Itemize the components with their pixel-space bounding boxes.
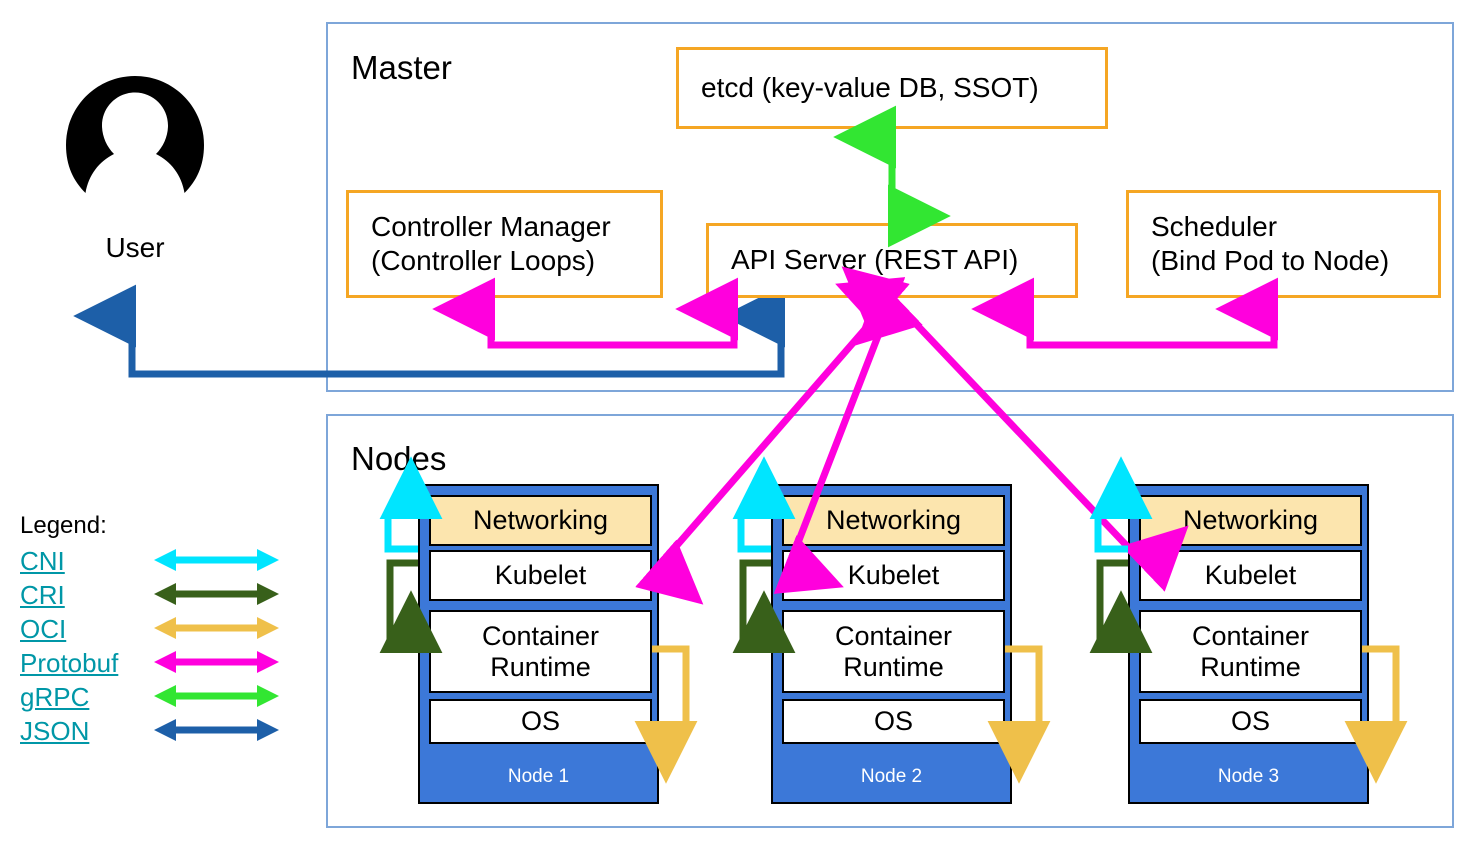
node-1-container-runtime-layer[interactable]: Container Runtime xyxy=(429,610,652,693)
user-avatar-icon xyxy=(66,76,204,193)
legend-label-json[interactable]: JSON xyxy=(20,715,90,746)
node-3-kubelet-label: Kubelet xyxy=(1204,560,1297,591)
node-3-caption: Node 3 xyxy=(1217,766,1280,787)
node-2-container-runtime-layer[interactable]: Container Runtime xyxy=(782,610,1005,693)
legend-label-protobuf[interactable]: Protobuf xyxy=(20,647,119,678)
node-1-os-label: OS xyxy=(520,706,560,737)
legend-arrow-grpc-icon xyxy=(154,685,279,707)
node-1-networking-layer[interactable]: Networking xyxy=(429,495,652,546)
node-3-networking-label: Networking xyxy=(1182,505,1319,536)
node-3-box[interactable]: Networking Kubelet Container Runtime OS … xyxy=(1128,484,1369,804)
legend-title: Legend: xyxy=(20,512,107,539)
node-1-networking-label: Networking xyxy=(472,505,609,536)
user-label: User xyxy=(105,232,165,263)
node-1-kubelet-layer[interactable]: Kubelet xyxy=(429,550,652,601)
legend-arrow-cni-icon xyxy=(154,549,279,571)
legend-row-grpc[interactable]: gRPC xyxy=(20,680,279,714)
node-2-box[interactable]: Networking Kubelet Container Runtime OS … xyxy=(771,484,1012,804)
api-server-label: API Server (REST API) xyxy=(731,244,1019,276)
node-2-container-runtime-label: Container Runtime xyxy=(834,621,953,682)
node-3-os-label: OS xyxy=(1230,706,1270,737)
node-3-networking-layer[interactable]: Networking xyxy=(1139,495,1362,546)
user-figure: User xyxy=(60,70,210,280)
node-3-kubelet-layer[interactable]: Kubelet xyxy=(1139,550,1362,601)
node-2-caption: Node 2 xyxy=(860,766,923,787)
legend-arrow-oci-icon xyxy=(154,617,279,639)
node-1-kubelet-label: Kubelet xyxy=(494,560,587,591)
legend-row-json[interactable]: JSON xyxy=(20,714,279,748)
legend-label-cri[interactable]: CRI xyxy=(20,579,65,610)
legend-label-cni[interactable]: CNI xyxy=(20,545,65,576)
node-3-container-runtime-layer[interactable]: Container Runtime xyxy=(1139,610,1362,693)
controller-manager-label: Controller Manager (Controller Loops) xyxy=(371,210,611,276)
etcd-label: etcd (key-value DB, SSOT) xyxy=(701,71,1039,103)
node-2-networking-layer[interactable]: Networking xyxy=(782,495,1005,546)
legend-row-oci[interactable]: OCI xyxy=(20,612,279,646)
node-1-os-layer[interactable]: OS xyxy=(429,699,652,744)
node-1-caption: Node 1 xyxy=(507,766,570,787)
legend-arrow-cri-icon xyxy=(154,583,279,605)
controller-manager-box[interactable]: Controller Manager (Controller Loops) xyxy=(346,190,663,298)
etcd-box[interactable]: etcd (key-value DB, SSOT) xyxy=(676,47,1108,129)
node-1-container-runtime-label: Container Runtime xyxy=(481,621,600,682)
legend-label-grpc[interactable]: gRPC xyxy=(20,681,90,712)
legend-label-oci[interactable]: OCI xyxy=(20,613,67,644)
node-1-box[interactable]: Networking Kubelet Container Runtime OS … xyxy=(418,484,659,804)
node-2-os-label: OS xyxy=(873,706,913,737)
legend-row-cni[interactable]: CNI xyxy=(20,544,279,578)
node-3-container-runtime-label: Container Runtime xyxy=(1191,621,1310,682)
legend-row-protobuf[interactable]: Protobuf xyxy=(20,646,279,680)
node-2-kubelet-layer[interactable]: Kubelet xyxy=(782,550,1005,601)
node-3-os-layer[interactable]: OS xyxy=(1139,699,1362,744)
master-group-title: Master xyxy=(351,49,452,86)
node-2-kubelet-label: Kubelet xyxy=(847,560,940,591)
scheduler-box[interactable]: Scheduler (Bind Pod to Node) xyxy=(1126,190,1441,298)
legend-arrow-json-icon xyxy=(154,719,279,741)
nodes-group-title: Nodes xyxy=(351,440,447,477)
legend-arrow-protobuf-icon xyxy=(154,651,279,673)
node-2-networking-label: Networking xyxy=(825,505,962,536)
legend-row-cri[interactable]: CRI xyxy=(20,578,279,612)
scheduler-label: Scheduler (Bind Pod to Node) xyxy=(1151,210,1390,276)
api-server-box[interactable]: API Server (REST API) xyxy=(706,223,1078,298)
node-2-os-layer[interactable]: OS xyxy=(782,699,1005,744)
